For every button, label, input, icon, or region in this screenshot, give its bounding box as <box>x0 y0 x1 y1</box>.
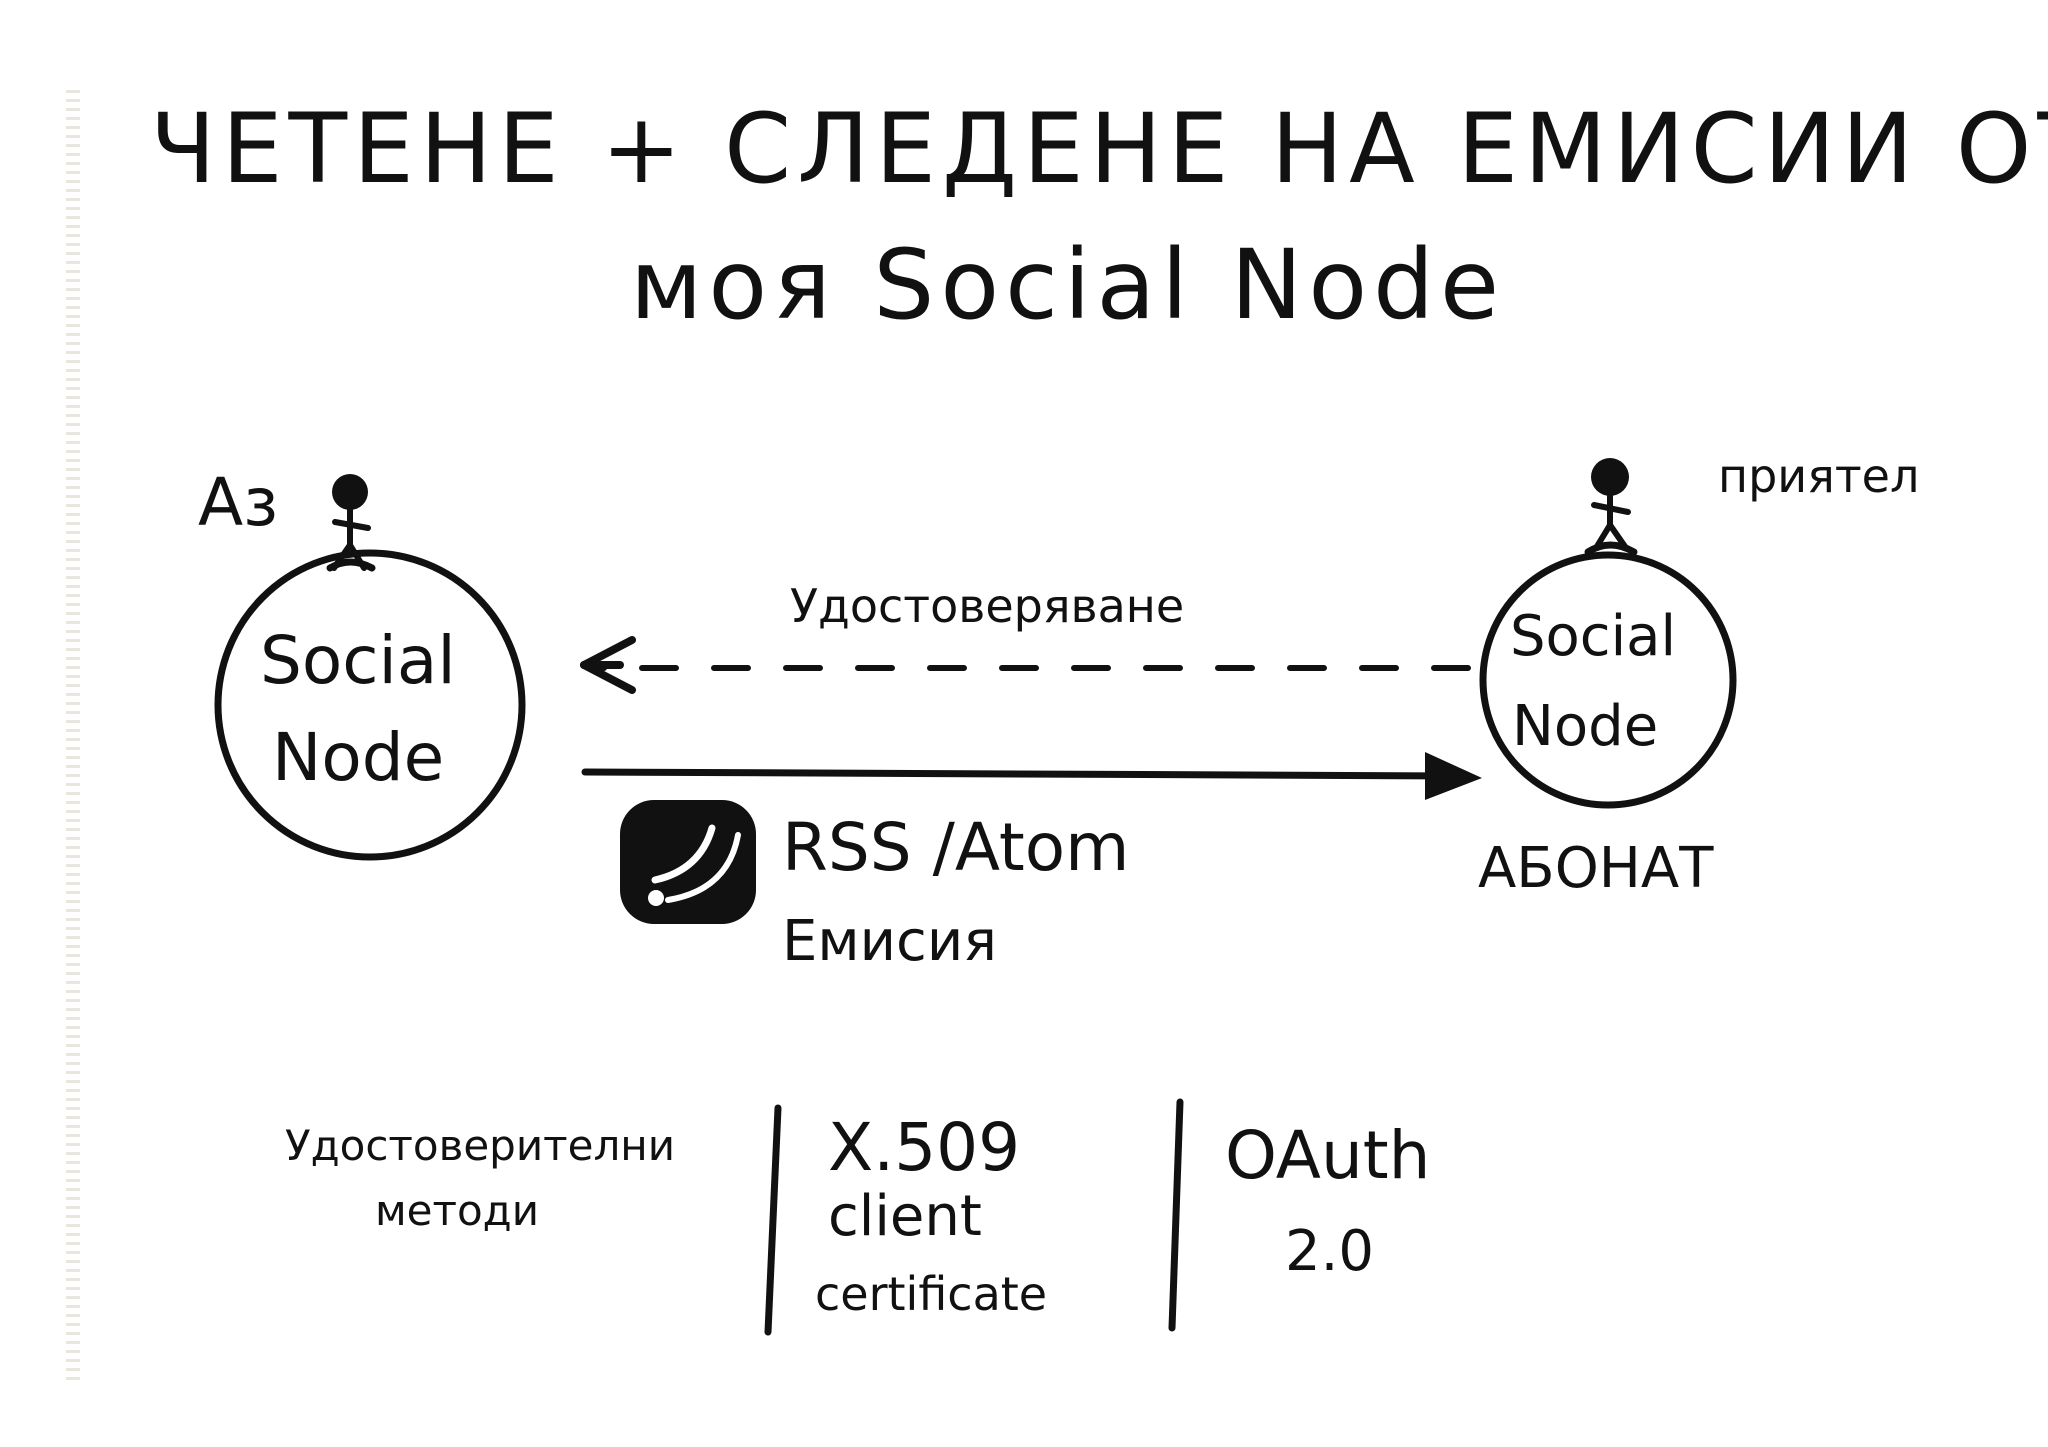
right-node-role-label: АБОНАТ <box>1478 836 1714 901</box>
auth-option-x509-line-1: X.509 <box>828 1109 1020 1186</box>
authentication-arrow <box>580 636 1471 694</box>
auth-option-x509-line-3: certificate <box>815 1267 1047 1321</box>
auth-methods-heading-line-2: методи <box>375 1186 539 1235</box>
auth-methods-heading-line-1: Удостоверителни <box>285 1121 675 1170</box>
auth-methods-divider-2 <box>1168 1098 1184 1332</box>
feed-arrow-label-line-2: Емисия <box>782 909 997 974</box>
authentication-arrow-label: Удостоверяване <box>790 579 1184 633</box>
feed-arrow <box>581 752 1482 800</box>
auth-methods-divider-1 <box>764 1104 782 1336</box>
right-node-label-line-2: Node <box>1512 694 1658 759</box>
title-line-2: моя Social Node <box>630 229 1505 341</box>
left-node-label-line-2: Node <box>272 719 444 796</box>
title-line-1: ЧЕТЕНЕ + СЛЕДЕНЕ НА ЕМИСИИ ОТ <box>150 93 2048 205</box>
auth-option-x509-line-2: client <box>828 1184 982 1249</box>
right-user-stick-figure-icon <box>1584 458 1638 556</box>
left-social-node-circle <box>214 549 526 861</box>
right-node-label-line-1: Social <box>1510 604 1676 669</box>
feed-arrow-label-line-1: RSS /Atom <box>782 809 1129 886</box>
right-user-label: приятел <box>1718 449 1919 503</box>
rss-feed-icon <box>620 800 756 924</box>
left-node-label-line-1: Social <box>260 622 456 699</box>
auth-option-oauth-line-1: OAuth <box>1225 1117 1430 1194</box>
auth-option-oauth-line-2: 2.0 <box>1285 1219 1374 1284</box>
left-user-label: Аз <box>198 464 278 541</box>
right-social-node-circle <box>1479 551 1737 809</box>
left-user-stick-figure-icon <box>326 474 376 572</box>
paper-edge-strip <box>66 90 80 1380</box>
